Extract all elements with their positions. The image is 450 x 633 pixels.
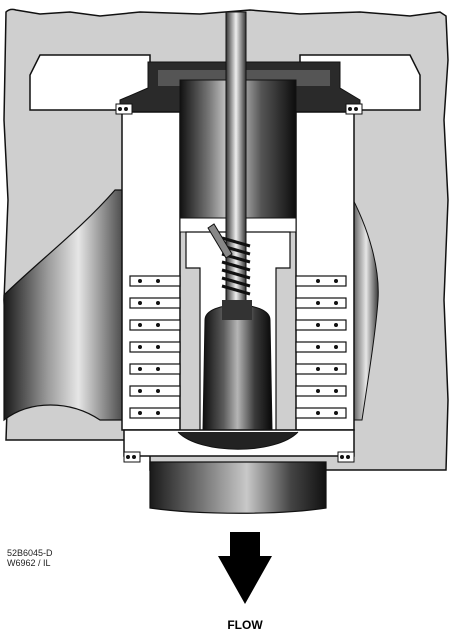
outlet-passage	[149, 461, 327, 514]
cage-port-dots-left	[138, 279, 160, 415]
drawing-code-secondary: W6962 / IL	[7, 558, 51, 568]
pilot-tube	[207, 223, 233, 259]
stem-spring	[221, 236, 251, 296]
flow-label: FLOW	[227, 618, 263, 632]
cage-ports-right	[295, 275, 347, 419]
lower-seal-rings	[123, 451, 355, 463]
seat-contact	[177, 431, 299, 450]
plug-neck	[222, 300, 252, 320]
flow-arrow-icon	[218, 532, 272, 604]
drawing-code-primary: 52B6045-D	[7, 548, 53, 558]
valve-plug	[202, 304, 273, 431]
right-passage	[347, 189, 379, 421]
cage-ports-left	[129, 275, 181, 419]
cage-port-dots-right	[316, 279, 338, 415]
upper-seal-rings	[115, 103, 363, 115]
cage-right-wall	[295, 111, 355, 431]
cage-left-wall	[121, 111, 181, 431]
